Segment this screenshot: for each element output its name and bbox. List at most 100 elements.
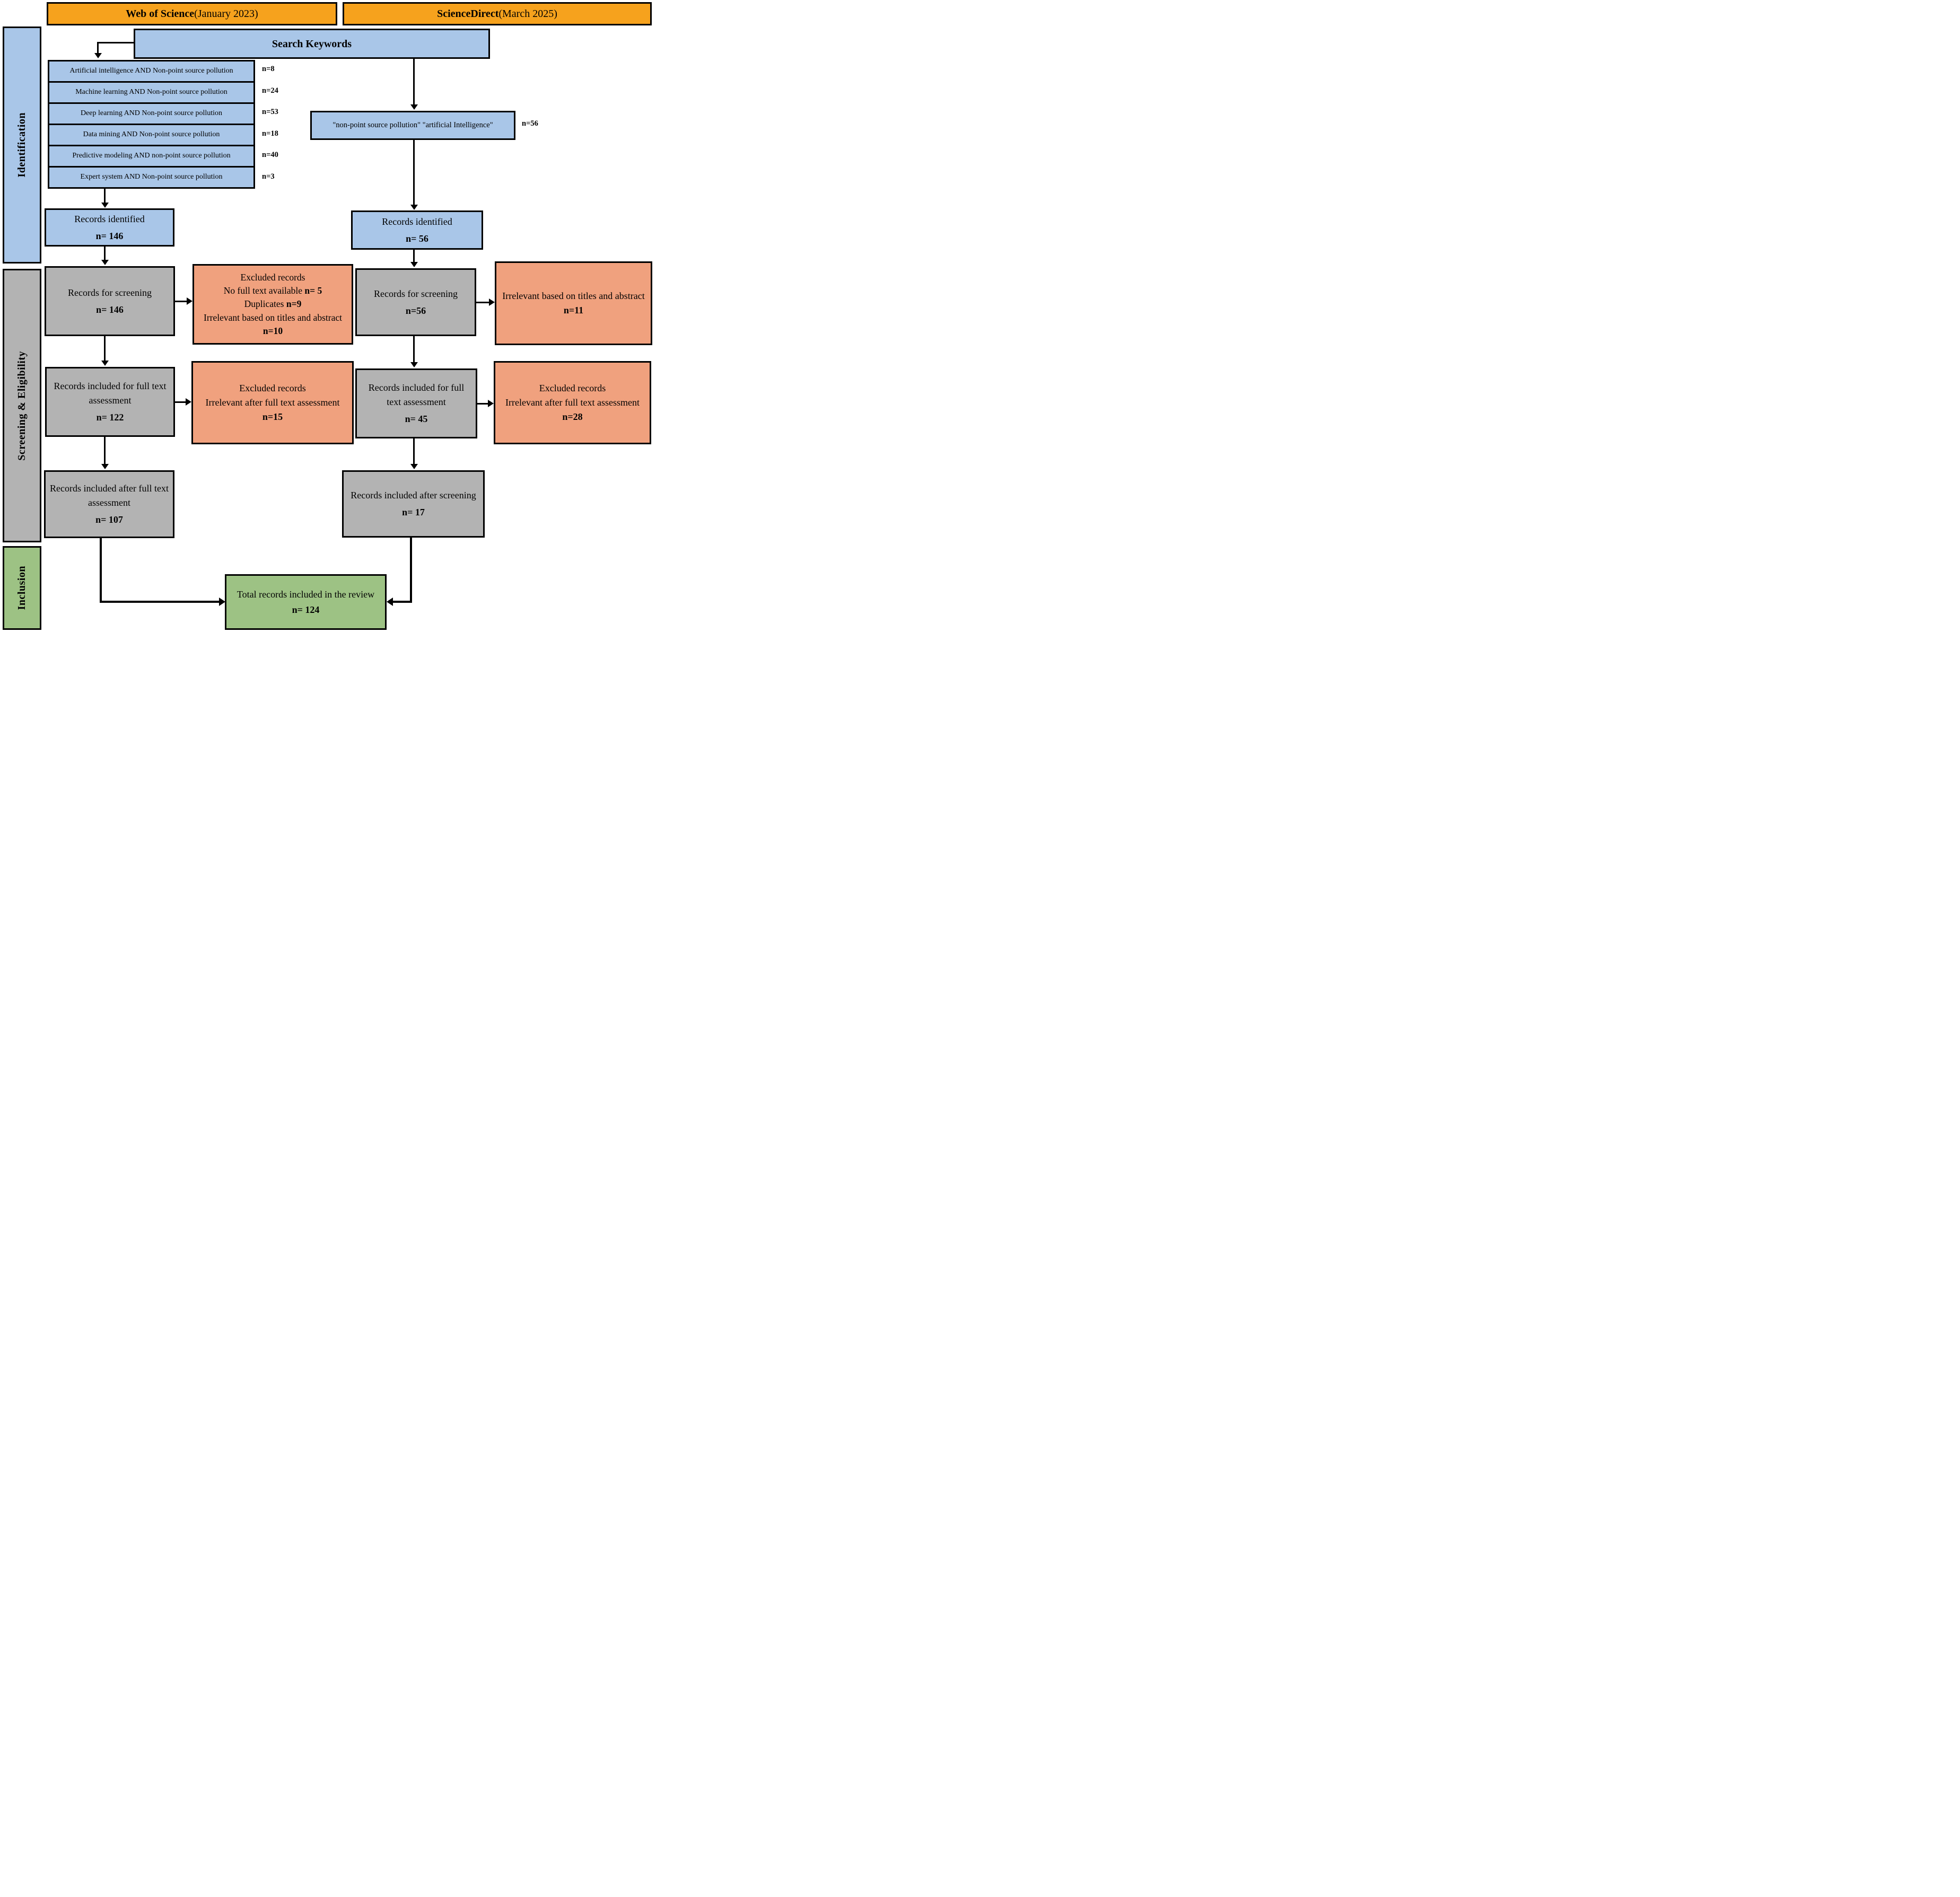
wos-included-text: Records included after full text assessm… [50, 483, 169, 508]
connector-wos-included-down [100, 538, 102, 603]
arrowhead-sd-identified [410, 205, 418, 210]
connector-wos-fulltext-to-included [104, 437, 106, 464]
wos-query-n-1: n=8 [262, 65, 275, 73]
wos-records-identified-box: Records identified n= 146 [45, 208, 174, 247]
connector-wos-identified-to-screening [104, 247, 106, 260]
connector-sd-fulltext-to-excluded [477, 403, 488, 405]
header-wos-name: Web of Science [126, 8, 195, 20]
sd-query-box: "non-point source pollution" "artificial… [310, 111, 515, 140]
arrowhead-sd-fulltext [410, 362, 418, 367]
sd-excluded-screening-box: Irrelevant based on titles and abstract … [495, 261, 652, 345]
connector-search-to-wos-h [97, 42, 134, 43]
search-keywords-box: Search Keywords [134, 29, 490, 59]
arrowhead-sd-included [410, 464, 418, 469]
sd-excluded-fulltext-title: Excluded records [539, 383, 606, 393]
sd-identified-text: Records identified [382, 216, 452, 227]
sidebar-screening-eligibility: Screening & Eligibility [3, 269, 41, 542]
wos-query-1: Artificial intelligence AND Non-point so… [69, 67, 233, 75]
wos-identified-text: Records identified [74, 213, 145, 224]
sd-fulltext-n: n= 45 [405, 414, 428, 424]
connector-sd-screening-to-fulltext [413, 336, 415, 362]
connector-search-to-wos-v [97, 42, 99, 53]
search-keywords-label: Search Keywords [272, 38, 352, 50]
wos-included-box: Records included after full text assessm… [44, 470, 174, 538]
wos-excluded-fulltext-title: Excluded records [239, 383, 306, 393]
connector-search-to-sd [413, 59, 415, 104]
wos-query-2: Machine learning AND Non-point source po… [75, 88, 228, 96]
connector-sd-included-down [410, 538, 412, 603]
connector-sd-query-to-identified [413, 140, 415, 205]
sd-excluded-fulltext-box: Excluded records Irrelevant after full t… [494, 361, 651, 444]
wos-screening-n: n= 146 [96, 304, 124, 315]
wos-query-4: Data mining AND Non-point source polluti… [83, 130, 220, 139]
wos-query-row-1: Artificial intelligence AND Non-point so… [49, 62, 253, 83]
sd-fulltext-box: Records included for full text assessmen… [355, 368, 477, 438]
connector-sd-identified-to-screening [413, 250, 415, 262]
header-wos-date: (January 2023) [194, 8, 258, 20]
wos-fulltext-n: n= 122 [96, 412, 124, 423]
wos-excluded-fulltext-text: Irrelevant after full text assessment [205, 397, 340, 408]
sidebar-inclusion-label: Inclusion [16, 566, 28, 610]
sd-included-box: Records included after screening n= 17 [342, 470, 485, 538]
sidebar-inclusion: Inclusion [3, 546, 41, 630]
wos-fulltext-box: Records included for full text assessmen… [45, 367, 175, 437]
connector-wos-included-right [100, 601, 219, 603]
wos-query-n-5: n=40 [262, 151, 278, 159]
wos-excluded-reason-1: No full text available n= 5 [223, 285, 322, 296]
sd-query-text: "non-point source pollution" "artificial… [332, 120, 493, 129]
sd-query-n: n=56 [522, 119, 538, 128]
arrowhead-wos-included [101, 464, 109, 469]
arrowhead-sd-screening [410, 262, 418, 267]
sidebar-screening-label: Screening & Eligibility [16, 350, 28, 461]
connector-wos-screening-to-fulltext [104, 336, 106, 361]
connector-sd-fulltext-to-included [413, 438, 415, 464]
wos-query-n-4: n=18 [262, 129, 278, 138]
sd-included-n: n= 17 [402, 507, 425, 517]
wos-query-row-3: Deep learning AND Non-point source pollu… [49, 104, 253, 125]
arrowhead-sd-screening-excluded [489, 298, 495, 306]
sd-excluded-fulltext-n: n=28 [562, 411, 583, 422]
connector-wos-screening-to-excluded [175, 301, 187, 302]
sd-identified-n: n= 56 [406, 233, 428, 244]
wos-query-n-2: n=24 [262, 86, 278, 95]
wos-query-n-6: n=3 [262, 172, 275, 181]
wos-excluded-screening-box: Excluded records No full text available … [192, 264, 353, 345]
wos-query-stack: Artificial intelligence AND Non-point so… [48, 60, 255, 189]
header-sd-date: (March 2025) [498, 8, 557, 20]
sd-screening-n: n=56 [405, 305, 426, 316]
sd-fulltext-text: Records included for full text assessmen… [368, 382, 465, 407]
arrowhead-wos-screening [101, 260, 109, 265]
total-included-box: Total records included in the review n= … [225, 574, 387, 630]
wos-excluded-screening-title: Excluded records [240, 271, 305, 283]
wos-query-6: Expert system AND Non-point source pollu… [80, 173, 223, 181]
header-sd-name: ScienceDirect [437, 8, 499, 20]
arrowhead-sd-fulltext-excluded [488, 400, 494, 407]
wos-query-3: Deep learning AND Non-point source pollu… [80, 109, 223, 118]
prisma-flow-diagram: Web of Science (January 2023) ScienceDir… [0, 0, 653, 633]
wos-query-5: Predictive modeling AND non-point source… [72, 152, 231, 160]
wos-records-screening-box: Records for screening n= 146 [45, 266, 175, 336]
sd-excluded-fulltext-text: Irrelevant after full text assessment [505, 397, 640, 408]
connector-sd-screening-to-excluded [476, 302, 489, 303]
connector-wos-fulltext-to-excluded [175, 401, 186, 403]
wos-excluded-fulltext-n: n=15 [262, 411, 283, 422]
sd-excluded-screening-text: Irrelevant based on titles and abstract … [502, 291, 645, 315]
arrowhead-search-to-sd [410, 104, 418, 110]
total-included-n: n= 124 [292, 604, 320, 615]
sd-records-screening-box: Records for screening n=56 [355, 268, 476, 336]
wos-query-row-5: Predictive modeling AND non-point source… [49, 146, 253, 168]
wos-excluded-reason-2: Duplicates n=9 [244, 298, 302, 310]
header-sciencedirect: ScienceDirect (March 2025) [343, 2, 652, 25]
wos-excluded-reason-3: Irrelevant based on titles and abstract … [204, 312, 342, 337]
arrowhead-wos-fulltext [101, 361, 109, 366]
sidebar-identification-label: Identification [16, 112, 28, 178]
wos-query-row-6: Expert system AND Non-point source pollu… [49, 168, 253, 187]
arrowhead-wos-total [219, 598, 225, 606]
sd-screening-text: Records for screening [374, 288, 458, 299]
wos-query-n-3: n=53 [262, 108, 278, 116]
arrowhead-wos-screening-excluded [187, 297, 192, 305]
wos-excluded-fulltext-box: Excluded records Irrelevant after full t… [191, 361, 354, 444]
wos-screening-text: Records for screening [68, 287, 152, 298]
arrowhead-wos-fulltext-excluded [186, 398, 191, 406]
connector-wos-stack-to-identified [104, 189, 106, 203]
